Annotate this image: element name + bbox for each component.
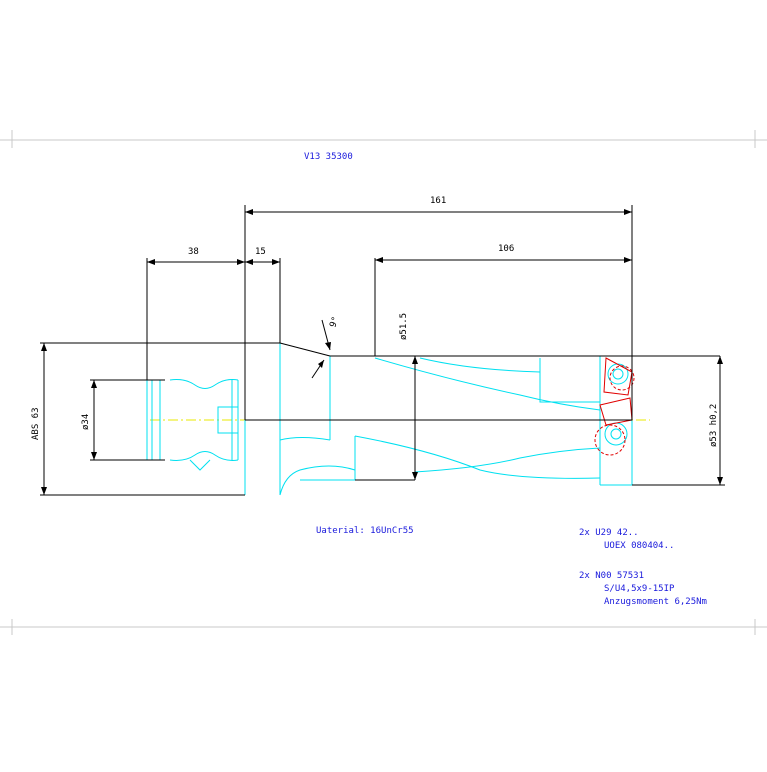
dim-dia-53: ø53 h0,2 xyxy=(709,404,719,447)
insert-note-line1: 2x U29 42.. xyxy=(579,528,639,538)
screw-note-line3: Anzugsmoment 6,25Nm xyxy=(604,597,707,607)
dim-length-106: 106 xyxy=(498,244,514,254)
material-note: Uaterial: 16UnCr55 xyxy=(316,526,414,536)
dim-dia-34: ø34 xyxy=(81,414,91,430)
dim-dia-51-5: ø51.5 xyxy=(399,313,409,340)
dim-length-38: 38 xyxy=(188,247,199,257)
sheet-frame xyxy=(0,130,767,635)
tool-body xyxy=(146,343,633,496)
screw-note-line1: 2x N00 57531 xyxy=(579,571,644,581)
insert-note-line2: UOEX 080404.. xyxy=(604,541,674,551)
dim-abs-63: ABS 63 xyxy=(31,407,41,440)
arrowheads xyxy=(41,209,723,495)
outline xyxy=(40,205,725,496)
screw-note-line2: S/U4,5x9-15IP xyxy=(604,584,675,594)
dim-total-length: 161 xyxy=(430,196,446,206)
part-number: V13 35300 xyxy=(304,152,353,162)
dim-angle: 9° xyxy=(328,315,341,329)
dim-length-15: 15 xyxy=(255,247,266,257)
